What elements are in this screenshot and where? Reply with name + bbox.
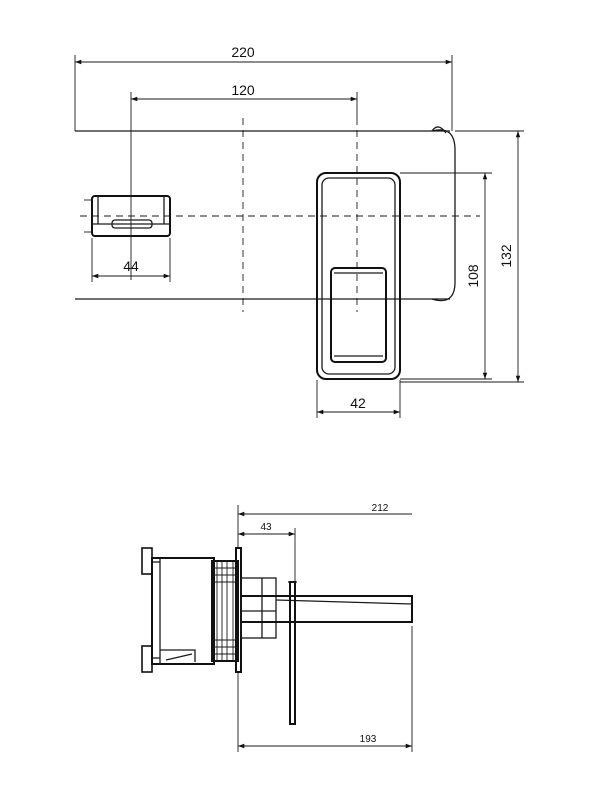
dim-depth-label: 43 — [260, 522, 272, 533]
dim-43: 43 — [238, 522, 296, 582]
dim-overall-width-label: 220 — [231, 44, 255, 60]
dim-44: 44 — [91, 238, 171, 282]
dim-42: 42 — [316, 380, 401, 418]
dim-132: 132 — [400, 130, 524, 383]
dim-total-reach-label: 212 — [372, 503, 389, 514]
dim-193: 193 — [237, 626, 413, 752]
dim-handle-width-label: 44 — [123, 258, 139, 274]
dim-lever-width-label: 42 — [350, 395, 366, 411]
dim-lever-height-label: 108 — [465, 264, 481, 288]
dim-plate-height-label: 132 — [498, 244, 514, 268]
dim-spout-reach-label: 193 — [360, 734, 377, 745]
mixer-lever-plate — [316, 172, 401, 380]
side-view: 212 43 193 — [141, 503, 413, 752]
dim-212: 212 — [237, 503, 412, 548]
dim-centers-label: 120 — [231, 82, 255, 98]
dim-120: 120 — [130, 82, 358, 280]
dim-108: 108 — [400, 172, 492, 380]
top-view: 220 120 44 42 108 — [74, 44, 524, 418]
dim-220: 220 — [74, 44, 453, 131]
